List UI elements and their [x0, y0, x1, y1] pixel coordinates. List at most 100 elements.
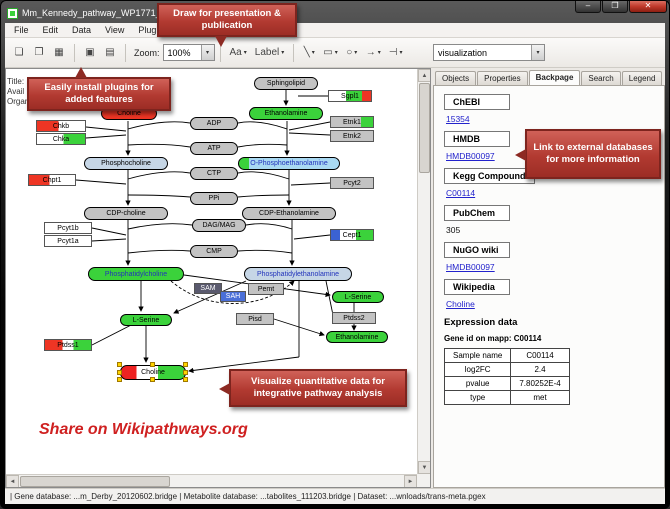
node-atp[interactable]: ATP: [190, 142, 238, 155]
maximize-button[interactable]: ❐: [602, 1, 628, 13]
horizontal-scrollbar[interactable]: ◄ ►: [6, 474, 417, 487]
selection-handle[interactable]: [150, 377, 155, 382]
zoom-combobox[interactable]: 100% ▾: [162, 44, 215, 61]
horizontal-scroll-thumb[interactable]: [20, 476, 170, 487]
node-l-serine[interactable]: L-Serine: [332, 291, 384, 303]
menu-item-file[interactable]: File: [14, 25, 29, 35]
scroll-left-icon[interactable]: ◄: [6, 475, 19, 487]
tab-search[interactable]: Search: [581, 71, 621, 85]
line-tool-button[interactable]: ╲▾: [300, 44, 318, 62]
font-tool-button[interactable]: Aa▾: [227, 44, 250, 62]
vertical-scrollbar[interactable]: ▲ ▼: [417, 69, 430, 474]
tbar-tool-button[interactable]: ⊣▾: [386, 44, 406, 62]
node-o-phosphoethanolamine[interactable]: O-Phosphoethanolamine: [238, 157, 340, 170]
callout-plugins: Easily install plugins for added feature…: [27, 67, 171, 111]
node-ethanolamine[interactable]: Ethanolamine: [326, 331, 388, 343]
node-ptdss1[interactable]: Ptdss1: [44, 339, 92, 351]
save-file-button[interactable]: ▦: [50, 44, 68, 62]
copy-button[interactable]: ▣: [81, 44, 99, 62]
expression-table-cell: 7.80252E-4: [510, 376, 570, 391]
node-sgpl1[interactable]: Sgpl1: [328, 90, 372, 102]
selection-handle[interactable]: [117, 369, 122, 375]
menu-item-edit[interactable]: Edit: [42, 25, 59, 35]
node-chka[interactable]: Chka: [36, 133, 86, 145]
backpage-link[interactable]: Choline: [446, 299, 475, 309]
tbar-tool-icon: ⊣: [388, 47, 398, 58]
oval-tool-button[interactable]: ○▾: [343, 44, 361, 62]
titlebar[interactable]: Mm_Kennedy_pathway_WP1771_45176.gpml: [5, 4, 665, 22]
node-etnk1[interactable]: Etnk1: [330, 116, 374, 128]
selection-handle[interactable]: [183, 369, 188, 375]
node-sam[interactable]: SAM: [194, 283, 222, 294]
zoom-label: Zoom:: [134, 47, 160, 58]
node-cdp-ethanolamine[interactable]: CDP-Ethanolamine: [242, 207, 336, 220]
menu-item-view[interactable]: View: [105, 25, 125, 35]
menu-item-data[interactable]: Data: [72, 25, 92, 35]
label-tool-button[interactable]: Label▾: [252, 44, 287, 62]
paste-button[interactable]: ▤: [101, 44, 119, 62]
node-phosphocholine[interactable]: Phosphocholine: [84, 157, 168, 170]
selection-handle[interactable]: [117, 377, 122, 382]
callout-pointer-left-icon: [515, 149, 526, 161]
callout-visualize: Visualize quantitative data for integrat…: [219, 369, 407, 407]
menu-item-plugins[interactable]: Plugins: [138, 25, 168, 35]
selection-handle[interactable]: [117, 362, 122, 367]
close-button[interactable]: ✕: [629, 1, 667, 13]
node-chpt1[interactable]: Chpt1: [28, 174, 76, 186]
expression-table-cell: pvalue: [443, 376, 512, 391]
open-file-button[interactable]: ❐: [30, 44, 48, 62]
arrow-tool-button[interactable]: →▾: [363, 44, 384, 62]
rect-tool-button[interactable]: ▭▾: [320, 44, 340, 62]
minimize-button[interactable]: –: [575, 1, 601, 13]
node-sphingolipid[interactable]: Sphingolipid: [254, 77, 318, 90]
backpage-link[interactable]: C00114: [446, 188, 476, 198]
visualization-value[interactable]: visualization: [438, 47, 488, 58]
node-pemt[interactable]: Pemt: [248, 283, 284, 295]
vertical-scroll-thumb[interactable]: [419, 83, 430, 173]
node-ppi[interactable]: PPi: [190, 192, 238, 205]
node-ctp[interactable]: CTP: [190, 167, 238, 180]
scroll-right-icon[interactable]: ►: [404, 475, 417, 487]
scroll-up-icon[interactable]: ▲: [418, 69, 430, 82]
selection-handle[interactable]: [183, 377, 188, 382]
node-ptdss2[interactable]: Ptdss2: [332, 312, 376, 324]
node-sah[interactable]: SAH: [220, 291, 246, 302]
tab-properties[interactable]: Properties: [477, 71, 528, 85]
tab-backpage[interactable]: Backpage: [528, 70, 581, 85]
node-pcyt1b[interactable]: Pcyt1b: [44, 222, 92, 234]
tab-objects[interactable]: Objects: [435, 71, 477, 85]
node-adp[interactable]: ADP: [190, 117, 238, 130]
backpage-link[interactable]: HMDB00097: [446, 262, 495, 272]
zoom-value[interactable]: 100%: [167, 47, 191, 58]
backpage-header-kegg-compound: Kegg Compound: [444, 168, 535, 184]
node-dag-mag[interactable]: DAG/MAG: [192, 219, 246, 232]
node-cept1[interactable]: Cept1: [330, 229, 374, 241]
scroll-down-icon[interactable]: ▼: [418, 461, 430, 474]
node-pcyt1a[interactable]: Pcyt1a: [44, 235, 92, 247]
node-phosphatidylethanolamine[interactable]: Phosphatidylethanolamine: [244, 267, 352, 281]
node-cmp[interactable]: CMP: [190, 245, 238, 258]
visualization-combobox[interactable]: visualization ▾: [433, 44, 545, 61]
node-ethanolamine[interactable]: Ethanolamine: [249, 107, 323, 120]
node-l-serine[interactable]: L-Serine: [120, 314, 172, 326]
backpage-link[interactable]: HMDB00097: [446, 151, 495, 161]
backpage-link[interactable]: 15354: [446, 114, 470, 124]
selection-handle[interactable]: [183, 362, 188, 367]
node-etnk2[interactable]: Etnk2: [330, 130, 374, 142]
chevron-down-icon[interactable]: ▾: [200, 45, 214, 60]
chevron-down-icon[interactable]: ▾: [531, 45, 544, 60]
node-pisd[interactable]: Pisd: [236, 313, 274, 325]
node-pcyt2[interactable]: Pcyt2: [330, 177, 374, 189]
node-chkb[interactable]: Chkb: [36, 120, 86, 132]
node-phosphatidylcholine[interactable]: Phosphatidylcholine: [88, 267, 184, 281]
selection-handle[interactable]: [150, 362, 155, 367]
callout-pointer-down-icon: [215, 36, 227, 47]
tab-legend[interactable]: Legend: [621, 71, 663, 85]
node-cdp-choline[interactable]: CDP-choline: [84, 207, 168, 220]
new-file-button[interactable]: ❏: [10, 44, 28, 62]
